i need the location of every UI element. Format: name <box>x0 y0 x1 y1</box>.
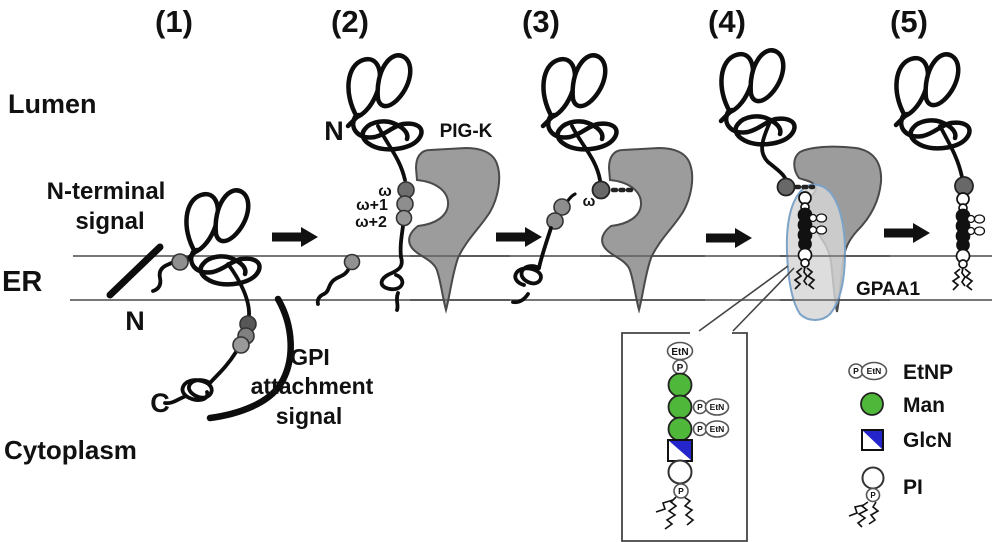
folded-protein-icon <box>543 55 616 149</box>
inset-pi-p-text: P <box>678 486 684 496</box>
gpi-signal-label-line2: attachment <box>251 373 374 399</box>
gpaa1-label: GPAA1 <box>856 279 920 300</box>
etnp-icon <box>848 361 888 381</box>
c-terminal-loops <box>379 255 405 312</box>
omega-plus2-dot <box>232 336 250 354</box>
stage-3-protein <box>511 55 637 305</box>
stage-2-label: (2) <box>331 4 369 39</box>
pigk-enzyme-stage2 <box>408 147 501 311</box>
c-terminal-loops <box>163 378 214 406</box>
pi-p-node <box>673 483 689 499</box>
inset-etn-text: EtN <box>671 347 688 358</box>
arrow-1-2-icon <box>272 227 318 247</box>
er-label: ER <box>2 266 42 298</box>
callout-line-left <box>698 265 789 332</box>
inset-gpi-structure <box>655 341 730 530</box>
c-terminus-label-stage1: C <box>150 388 170 418</box>
legend-label-man: Man <box>903 394 945 417</box>
stage-4-protein <box>721 50 816 197</box>
stage-5-protein <box>896 54 974 196</box>
omega-plus2-label: ω+2 <box>355 214 387 231</box>
folded-protein-icon <box>721 50 794 144</box>
lipid-tail-branch <box>655 499 674 513</box>
inset-callout <box>621 265 795 542</box>
legend-etnp-p-text: P <box>853 366 859 376</box>
c-terminal-chain <box>208 350 238 385</box>
gpi-anchor-glyph-stage5 <box>952 192 986 291</box>
cleaved-signal-chain <box>315 266 351 306</box>
linker-chain <box>226 262 251 318</box>
lipid-tail-left <box>664 496 678 530</box>
legend-label-etnp: EtNP <box>903 361 953 384</box>
lipid-tail-right <box>683 496 695 526</box>
inset-side-p2-text: P <box>697 424 703 434</box>
legend-label-pi: PI <box>903 476 923 499</box>
omega-plus1-label: ω+1 <box>356 197 388 214</box>
gpi-signal-label-line1: GPI <box>290 344 330 370</box>
inositol-node <box>667 459 693 485</box>
omega-site-dot <box>776 177 796 197</box>
pigk-label: PIG-K <box>440 121 493 142</box>
inset-side-etn2-text: EtN <box>710 424 725 434</box>
arrow-3-4-icon <box>706 228 752 248</box>
gpi-signal-label-line3: signal <box>276 403 342 429</box>
inset-box <box>621 332 748 542</box>
inset-p-text: P <box>677 363 684 374</box>
glcn-icon <box>861 429 884 451</box>
stage-5-label: (5) <box>890 4 928 39</box>
omega-label-stage2: ω <box>378 183 392 200</box>
stage-1-label: (1) <box>155 4 193 39</box>
released-peptide-chain <box>537 226 553 270</box>
legend-etnp-etn-text: EtN <box>867 366 882 376</box>
n-terminal-signal-stroke <box>106 243 164 299</box>
side-etn-node-2 <box>704 420 730 438</box>
cytoplasm-label: Cytoplasm <box>4 435 137 465</box>
stage-4-label: (4) <box>708 4 746 39</box>
omega-plus1-dot <box>396 195 414 213</box>
arrow-2-3-icon <box>496 227 542 247</box>
released-residue-dot-2 <box>546 212 564 230</box>
tm-chain <box>398 224 405 259</box>
n-terminal-signal-label-line1: N-terminal <box>47 178 166 205</box>
stage-2-protein <box>315 55 422 312</box>
legend-label-glcn: GlcN <box>903 429 952 452</box>
linker-chain <box>760 120 787 180</box>
callout-line-right <box>732 267 795 332</box>
linker-chain <box>376 124 407 182</box>
omega-plus2-dot <box>395 209 413 227</box>
gpi-signal-bracket <box>206 295 294 422</box>
stage-1-protein <box>106 190 294 422</box>
released-residue-dot-1 <box>553 198 571 216</box>
stage-3-label: (3) <box>522 4 560 39</box>
lumen-label: Lumen <box>8 89 97 119</box>
folded-protein-icon <box>186 190 259 284</box>
released-peptide-loops <box>511 264 543 305</box>
man-icon <box>860 392 884 416</box>
folded-protein-icon <box>896 54 969 148</box>
man-node-2 <box>667 394 693 420</box>
omega-label-stage3: ω <box>583 193 596 210</box>
legend-pi-p-text: P <box>870 491 876 500</box>
man-node-3 <box>667 416 693 442</box>
glcn-node <box>667 439 693 462</box>
pigk-enzyme-stage3 <box>601 147 694 311</box>
side-etn-node-1 <box>704 398 730 416</box>
cleaved-signal-dot <box>343 253 361 271</box>
linker-chain <box>938 124 964 179</box>
signal-residue-dot <box>171 253 189 271</box>
n-terminus-label-stage1: N <box>125 306 145 336</box>
inset-side-etn1-text: EtN <box>710 402 725 412</box>
arrow-4-5-icon <box>884 223 930 243</box>
linker-chain <box>570 124 602 182</box>
n-terminus-label-stage2: N <box>324 116 344 146</box>
man-node-1 <box>667 372 693 398</box>
n-terminal-signal-label-line2: signal <box>75 208 144 235</box>
text-layer: (1) (2) (3) (4) (5) Lumen ER Cytoplasm N… <box>2 4 953 500</box>
pi-icon <box>848 466 885 528</box>
omega-site-dot <box>591 180 611 200</box>
legend <box>848 361 888 528</box>
inset-side-p1-text: P <box>697 402 703 412</box>
